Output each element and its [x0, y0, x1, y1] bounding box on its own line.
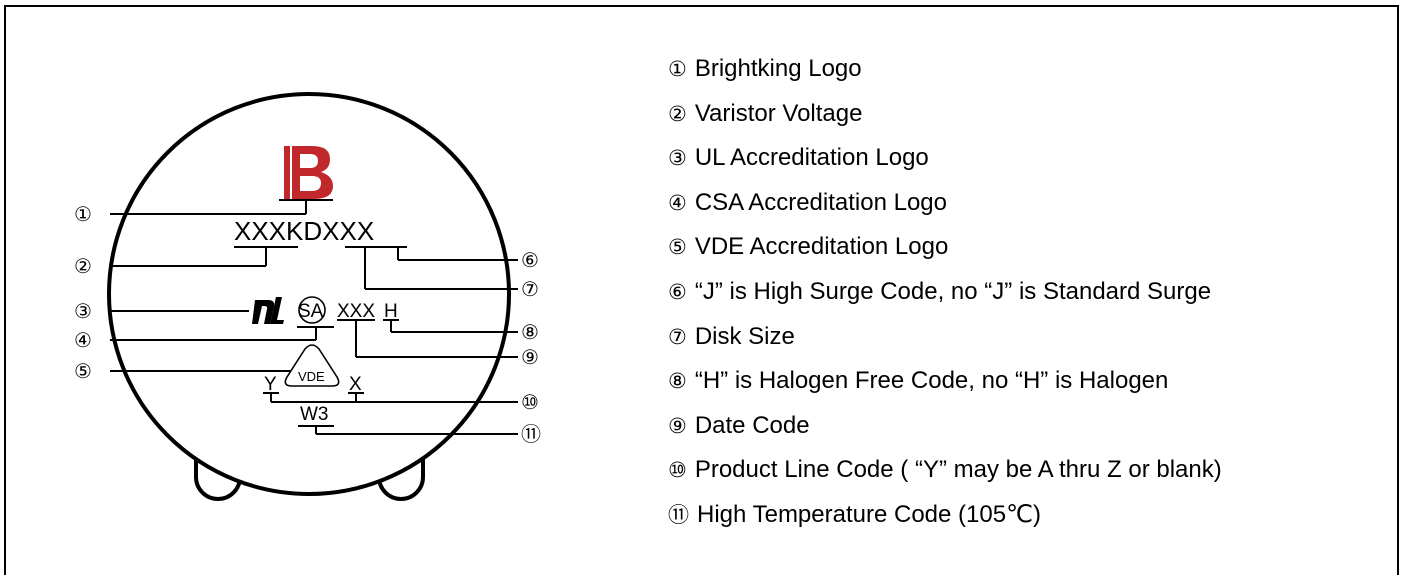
halogen-code: H — [384, 301, 398, 322]
legend-text: Disk Size — [694, 322, 795, 350]
legend-number: ⑥ — [668, 279, 687, 304]
callout-6: ⑥ — [521, 250, 539, 272]
temp-code: W3 — [300, 404, 329, 425]
callout-9: ⑨ — [521, 347, 539, 369]
legend-item: ⑥ “J” is High Surge Code, no “J” is Stand… — [668, 272, 1222, 317]
legend-number: ② — [668, 101, 687, 126]
callout-2: ② — [74, 256, 92, 278]
legend-text: “H” is Halogen Free Code, no “H” is Halo… — [694, 367, 1169, 395]
legend-item: ③ UL Accreditation Logo — [668, 138, 1222, 183]
legend-item: ② Varistor Voltage — [668, 94, 1222, 139]
legend-number: ④ — [668, 190, 687, 215]
legend-item: ⑩ Product Line Code ( “Y” may be A thru Z… — [668, 450, 1222, 495]
diagram-frame: XXXKDXXX SA XXX H VDE Y X W3 — [4, 5, 1399, 575]
callout-3: ③ — [74, 301, 92, 323]
vde-logo-icon: VDE — [284, 344, 340, 387]
legend-text: Date Code — [694, 411, 810, 439]
legend-number: ⑤ — [668, 235, 687, 260]
legend-number: ⑩ — [668, 458, 687, 483]
legend-item: ⑦ Disk Size — [668, 317, 1222, 362]
legend-text: Brightking Logo — [694, 55, 862, 82]
date-code: XXX — [337, 301, 375, 322]
callout-4: ④ — [74, 330, 92, 352]
leader-lines — [110, 200, 518, 435]
callout-11: ⑪ — [521, 423, 541, 446]
product-line-x: X — [349, 374, 362, 395]
legend-text: Varistor Voltage — [694, 99, 863, 127]
svg-text:SA: SA — [298, 301, 324, 322]
product-line-y: Y — [264, 374, 277, 395]
part-code: XXXKDXXX — [234, 216, 374, 246]
legend-text: CSA Accreditation Logo — [694, 188, 947, 216]
legend-number: ③ — [668, 146, 687, 171]
svg-text:VDE: VDE — [298, 369, 325, 384]
callout-7: ⑦ — [521, 279, 539, 301]
callout-1: ① — [74, 204, 92, 226]
legend-text: Product Line Code ( “Y” may be A thru Z … — [694, 456, 1222, 484]
brightking-logo-icon — [284, 146, 333, 199]
marking-legend: ① Brightking Logo ② Varistor Voltage ③ UL A… — [668, 49, 1222, 540]
callout-8: ⑧ — [521, 322, 539, 344]
legend-text: “J” is High Surge Code, no “J” is Standa… — [694, 277, 1212, 305]
legend-item: ① Brightking Logo — [668, 49, 1222, 94]
callout-10: ⑩ — [521, 392, 539, 414]
legend-number: ⑪ — [668, 502, 689, 527]
legend-number: ⑦ — [668, 324, 687, 349]
legend-item: ④ CSA Accreditation Logo — [668, 183, 1222, 228]
legend-number: ⑧ — [668, 369, 687, 394]
varistor-disk — [107, 92, 511, 496]
csa-logo-icon: SA — [298, 296, 326, 324]
legend-text: High Temperature Code (105℃) — [697, 500, 1042, 528]
legend-item: ⑧ “H” is Halogen Free Code, no “H” is Hal… — [668, 361, 1222, 406]
right-lead — [377, 419, 425, 501]
legend-item: ⑪ High Temperature Code (105℃) — [668, 495, 1222, 540]
callout-5: ⑤ — [74, 361, 92, 383]
legend-number: ① — [668, 57, 687, 81]
legend-number: ⑨ — [668, 413, 687, 438]
legend-text: VDE Accreditation Logo — [694, 233, 949, 261]
legend-text: UL Accreditation Logo — [694, 144, 929, 172]
legend-item: ⑤ VDE Accreditation Logo — [668, 227, 1222, 272]
legend-item: ⑨ Date Code — [668, 406, 1222, 451]
ul-logo-icon — [252, 297, 284, 324]
varistor-diagram: XXXKDXXX SA XXX H VDE Y X W3 — [74, 92, 541, 501]
